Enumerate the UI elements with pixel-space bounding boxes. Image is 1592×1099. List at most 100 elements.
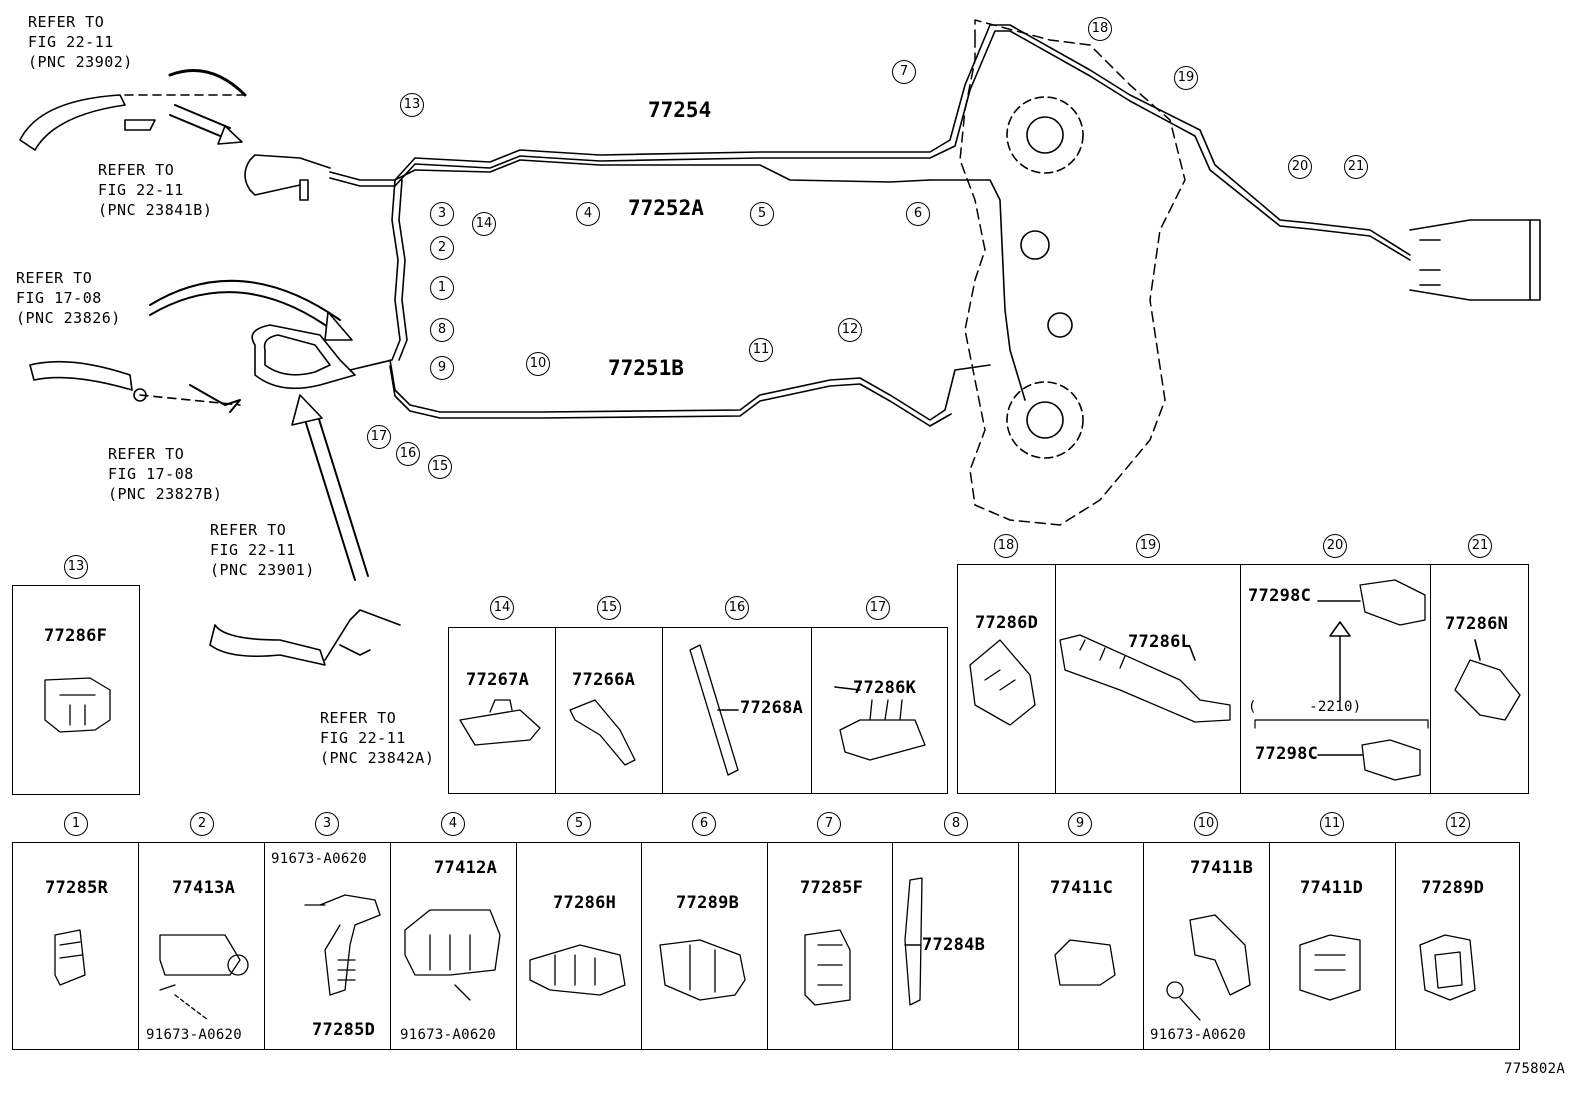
callout-18: 18 [1088,17,1112,41]
callout-2: 2 [430,236,454,260]
box-num-20: 20 [1323,534,1347,558]
part-label-77285r: 77285R [45,878,109,898]
box-num-19: 19 [1136,534,1160,558]
box-num-7: 7 [817,812,841,836]
drawing-id: 775802A [1504,1061,1566,1077]
callout-12: 12 [838,318,862,342]
part-label-77413a: 77413A [172,878,236,898]
part-label-77267a: 77267A [466,670,530,690]
box-num-5: 5 [567,812,591,836]
box-num-13: 13 [64,555,88,579]
divider [555,627,556,794]
callout-13: 13 [400,93,424,117]
box-num-18: 18 [994,534,1018,558]
divider [662,627,663,794]
callout-15: 15 [428,455,452,479]
callout-6: 6 [906,202,930,226]
callout-20: 20 [1288,155,1312,179]
box-num-10: 10 [1194,812,1218,836]
divider [1430,564,1431,794]
callout-1: 1 [430,276,454,300]
refer-note-23902: REFER TO FIG 22-11 (PNC 23902) [28,13,133,71]
divider [138,842,139,1050]
divider [892,842,893,1050]
part-box-group-1-12 [12,842,1520,1050]
divider [1055,564,1056,794]
part-label-77286f: 77286F [44,626,108,646]
box-num-15: 15 [597,596,621,620]
box-num-12: 12 [1446,812,1470,836]
part-box-13 [12,585,140,795]
callout-21: 21 [1344,155,1368,179]
part-label-77251b: 77251B [608,356,684,380]
callout-5: 5 [750,202,774,226]
box-num-14: 14 [490,596,514,620]
callout-17: 17 [367,425,391,449]
part-label-77266a: 77266A [572,670,636,690]
part-label-77411c: 77411C [1050,878,1114,898]
part-label-77298c-top: 77298C [1248,586,1312,606]
divider [516,842,517,1050]
refer-note-23841b: REFER TO FIG 22-11 (PNC 23841B) [98,161,213,219]
divider [1018,842,1019,1050]
part-box-group-18-21 [957,564,1529,794]
bolt-label-3: 91673-A0620 [271,851,368,867]
part-label-77411d: 77411D [1300,878,1364,898]
part-box-group-14-17 [448,627,948,794]
part-label-77412a: 77412A [434,858,498,878]
box-num-16: 16 [725,596,749,620]
box-num-3: 3 [315,812,339,836]
callout-3: 3 [430,202,454,226]
bolt-label-4: 91673-A0620 [400,1027,497,1043]
part-label-77254: 77254 [648,98,712,122]
box-num-8: 8 [944,812,968,836]
part-label-77411b: 77411B [1190,858,1254,878]
callout-14: 14 [472,212,496,236]
part-label-77284b: 77284B [922,935,986,955]
box-num-1: 1 [64,812,88,836]
refer-note-23901: REFER TO FIG 22-11 (PNC 23901) [210,521,315,579]
refer-note-23826: REFER TO FIG 17-08 (PNC 23826) [16,269,121,327]
part-label-77286k: 77286K [853,678,917,698]
part-label-77289d: 77289D [1421,878,1485,898]
callout-11: 11 [749,338,773,362]
callout-19: 19 [1174,66,1198,90]
divider [1269,842,1270,1050]
box-num-2: 2 [190,812,214,836]
part-label-77252a: 77252A [628,196,704,220]
part-label-77286h: 77286H [553,893,617,913]
refer-note-23842a: REFER TO FIG 22-11 (PNC 23842A) [320,709,435,767]
callout-8: 8 [430,318,454,342]
divider [1143,842,1144,1050]
box-num-4: 4 [441,812,465,836]
callout-7: 7 [892,60,916,84]
box-num-6: 6 [692,812,716,836]
part-label-77285f: 77285F [800,878,864,898]
callout-4: 4 [576,202,600,226]
box-num-11: 11 [1320,812,1344,836]
divider [641,842,642,1050]
serial-note: ( -2210) [1248,699,1362,715]
fuel-tank-outline [959,19,1186,526]
refer-note-23827b: REFER TO FIG 17-08 (PNC 23827B) [108,445,223,503]
divider [264,842,265,1050]
part-label-77286n: 77286N [1445,614,1509,634]
part-label-77298c-bottom: 77298C [1255,744,1319,764]
divider [767,842,768,1050]
bolt-label-2: 91673-A0620 [146,1027,243,1043]
part-label-77286d: 77286D [975,613,1039,633]
pipe-77252A [394,159,931,183]
callout-16: 16 [396,442,420,466]
divider [811,627,812,794]
part-label-77286l: 77286L [1128,632,1192,652]
part-label-77268a: 77268A [740,698,804,718]
divider [1240,564,1241,794]
part-label-77285d: 77285D [312,1020,376,1040]
box-num-9: 9 [1068,812,1092,836]
divider [390,842,391,1050]
pipe-77254 [329,24,1411,256]
divider [1395,842,1396,1050]
bolt-label-10: 91673-A0620 [1150,1027,1247,1043]
